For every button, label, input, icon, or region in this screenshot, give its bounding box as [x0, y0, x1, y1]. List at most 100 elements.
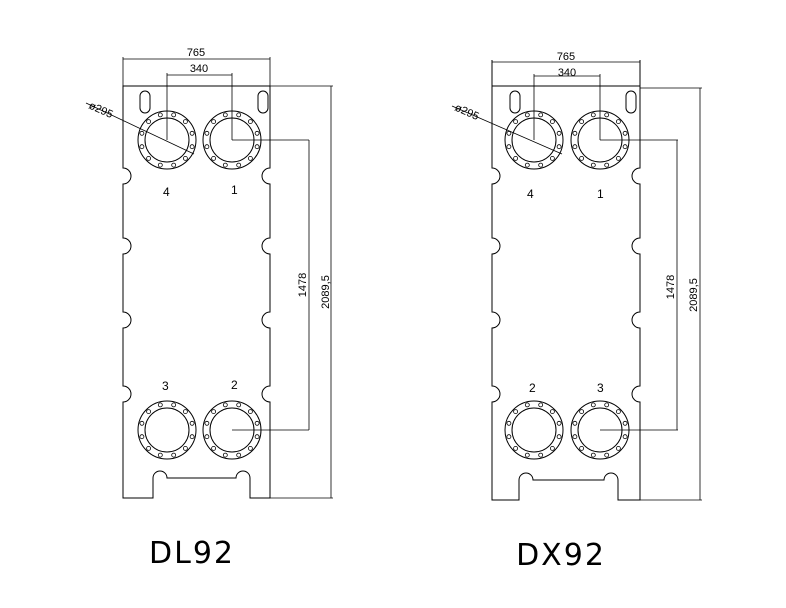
bolt-hole	[222, 162, 228, 168]
dim-vertical-ports-label: 1478	[297, 273, 309, 297]
bolt-hole	[146, 155, 152, 161]
bolt-hole	[204, 130, 210, 136]
bolt-hole	[538, 112, 544, 118]
bolt-hole	[590, 402, 596, 408]
model-label: DX92	[516, 538, 606, 573]
bolt-hole	[139, 420, 145, 426]
bolt-hole	[590, 162, 596, 168]
bolt-hole	[247, 409, 253, 415]
bolt-hole	[139, 434, 145, 440]
bolt-hole	[146, 445, 152, 451]
dim-port-spacing-label: 340	[558, 67, 576, 79]
bolt-hole	[157, 112, 163, 118]
bolt-hole	[146, 409, 152, 415]
bolt-hole	[222, 452, 228, 458]
bolt-hole	[538, 452, 544, 458]
bolt-hole	[236, 402, 242, 408]
bolt-hole	[139, 130, 145, 136]
bolt-hole	[513, 155, 518, 161]
bolt-hole	[616, 119, 621, 124]
bolt-hole	[506, 144, 512, 150]
bolt-hole	[590, 452, 596, 458]
bolt-hole	[550, 155, 555, 161]
bolt-hole	[247, 155, 253, 161]
bolt-hole	[556, 420, 562, 426]
bolt-hole	[550, 409, 555, 415]
bolt-hole	[171, 452, 177, 458]
bolt-hole	[211, 445, 217, 451]
top-slot-right	[625, 90, 637, 114]
bolt-hole	[157, 452, 163, 458]
bolt-hole	[622, 130, 628, 136]
bolt-hole	[204, 420, 210, 426]
dim-vertical-ports: 1478	[600, 139, 678, 431]
port-label-top-right: 1	[597, 187, 604, 201]
bolt-hole	[572, 144, 578, 150]
bolt-hole	[171, 112, 177, 118]
bolt-hole	[550, 445, 555, 451]
bolt-hole	[211, 409, 217, 415]
dim-port-diameter-label: ø295	[87, 100, 115, 121]
bolt-hole	[616, 409, 621, 415]
dim-height: 2089,5	[270, 85, 333, 499]
port-bottom-left	[137, 400, 197, 460]
dim-width-label: 765	[557, 51, 575, 63]
port-bottom-left	[504, 400, 564, 460]
bolt-hole	[171, 402, 177, 408]
bolt-hole	[236, 112, 242, 118]
bolt-hole	[146, 119, 152, 124]
dim-height-label: 2089,5	[320, 275, 332, 309]
bolt-hole	[189, 420, 195, 426]
bolt-hole	[524, 452, 530, 458]
top-slot-left	[139, 90, 151, 114]
bolt-hole	[572, 434, 578, 440]
model-label: DL92	[149, 536, 235, 571]
dim-port-spacing: 340	[166, 63, 233, 140]
bolt-hole	[222, 402, 228, 408]
bolt-hole	[572, 130, 578, 136]
bolt-hole	[513, 445, 518, 451]
bolt-hole	[579, 409, 584, 415]
bolt-hole	[604, 162, 610, 168]
bolt-hole	[524, 112, 530, 118]
dim-width: 765	[122, 47, 271, 86]
dim-port-spacing-label: 340	[190, 63, 208, 75]
bolt-hole	[236, 162, 242, 168]
port-label-bottom-right: 3	[597, 381, 604, 395]
bolt-hole	[579, 445, 584, 451]
bolt-hole	[622, 420, 628, 426]
bolt-hole	[506, 130, 512, 136]
bolt-hole	[616, 155, 621, 161]
port-label-top-left: 4	[163, 185, 170, 199]
top-slot-right	[257, 90, 269, 114]
port-label-top-right: 1	[231, 183, 238, 197]
bolt-hole	[604, 452, 610, 458]
bolt-hole	[604, 402, 610, 408]
dim-height: 2089,5	[640, 87, 702, 501]
bolt-hole	[211, 119, 217, 124]
bolt-hole	[506, 434, 512, 440]
bolt-hole	[182, 445, 188, 451]
bolt-hole	[524, 402, 530, 408]
bolt-hole	[513, 119, 518, 124]
bolt-hole	[538, 402, 544, 408]
dim-height-label: 2089,5	[688, 278, 700, 312]
top-slot-left	[509, 90, 521, 114]
port-label-bottom-left: 3	[162, 379, 169, 393]
bolt-hole	[247, 445, 253, 451]
plate-dx92: 765 340 ø295 1478 2089,5 4 1 2 3 DX92	[451, 51, 702, 573]
plate-outline	[491, 85, 641, 501]
dim-port-diameter-label: ø295	[453, 102, 481, 123]
bolt-hole	[157, 402, 163, 408]
bolt-hole	[572, 420, 578, 426]
bolt-hole	[254, 434, 260, 440]
bolt-hole	[189, 144, 195, 150]
bolt-hole	[254, 130, 260, 136]
bolt-hole	[556, 130, 562, 136]
bolt-hole	[182, 409, 188, 415]
bolt-hole	[171, 162, 177, 168]
bolt-hole	[204, 434, 210, 440]
bolt-hole	[247, 119, 253, 124]
